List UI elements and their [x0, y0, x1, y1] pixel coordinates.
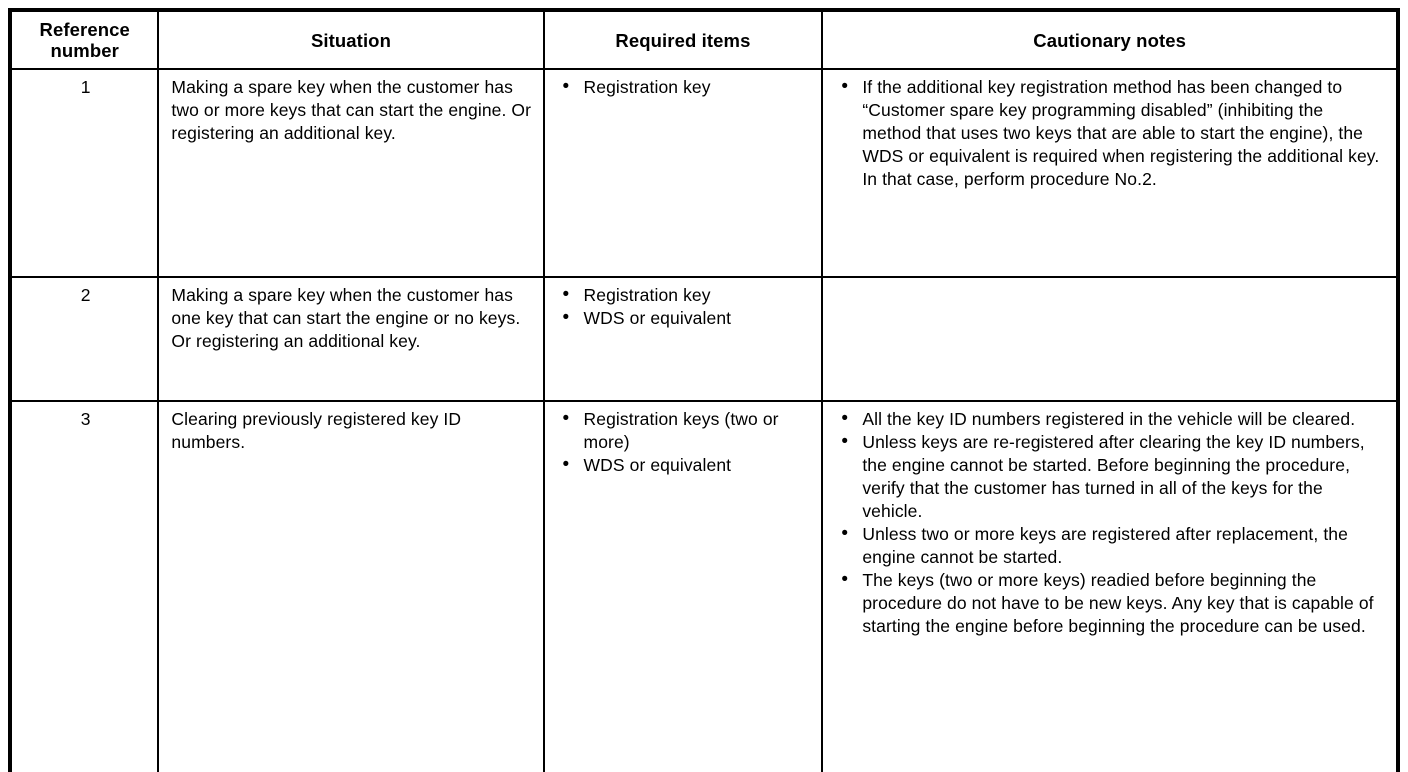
cautionary-note: If the additional key registration metho…: [835, 75, 1386, 191]
required-items-cell: Registration keys (two or more) WDS or e…: [542, 400, 824, 772]
situation-cell: Making a spare key when the customer has…: [157, 68, 545, 278]
required-item: WDS or equivalent: [557, 453, 812, 477]
required-item: Registration keys (two or more): [557, 407, 812, 454]
cautionary-notes-cell: [821, 276, 1399, 402]
cautionary-note: All the key ID numbers registered in the…: [835, 407, 1386, 431]
situation-cell: Making a spare key when the customer has…: [157, 276, 545, 402]
table-row: 3 Clearing previously registered key ID …: [8, 400, 1399, 772]
required-items-cell: Registration key: [542, 68, 824, 278]
situation-cell: Clearing previously registered key ID nu…: [157, 400, 545, 772]
table-header-row: Reference number Situation Required item…: [8, 9, 1399, 70]
table-row: 1 Making a spare key when the customer h…: [8, 68, 1399, 278]
cautionary-notes-cell: If the additional key registration metho…: [821, 68, 1399, 278]
cautionary-note: The keys (two or more keys) readied befo…: [835, 568, 1386, 638]
header-situation: Situation: [157, 9, 545, 70]
cautionary-notes-cell: All the key ID numbers registered in the…: [821, 400, 1399, 772]
required-item: WDS or equivalent: [557, 306, 812, 330]
table-row: 2 Making a spare key when the customer h…: [8, 276, 1399, 402]
cautionary-note: Unless two or more keys are registered a…: [835, 522, 1386, 569]
key-registration-procedure-table: Reference number Situation Required item…: [8, 8, 1400, 772]
required-item: Registration key: [557, 75, 812, 99]
header-cautionary-notes: Cautionary notes: [821, 9, 1399, 70]
reference-number-cell: 3: [8, 400, 160, 772]
cautionary-note: Unless keys are re-registered after clea…: [835, 430, 1386, 523]
header-required-items: Required items: [542, 9, 824, 70]
required-item: Registration key: [557, 283, 812, 307]
header-reference-number: Reference number: [8, 9, 160, 70]
reference-number-cell: 1: [8, 68, 160, 278]
required-items-cell: Registration key WDS or equivalent: [542, 276, 824, 402]
reference-number-cell: 2: [8, 276, 160, 402]
